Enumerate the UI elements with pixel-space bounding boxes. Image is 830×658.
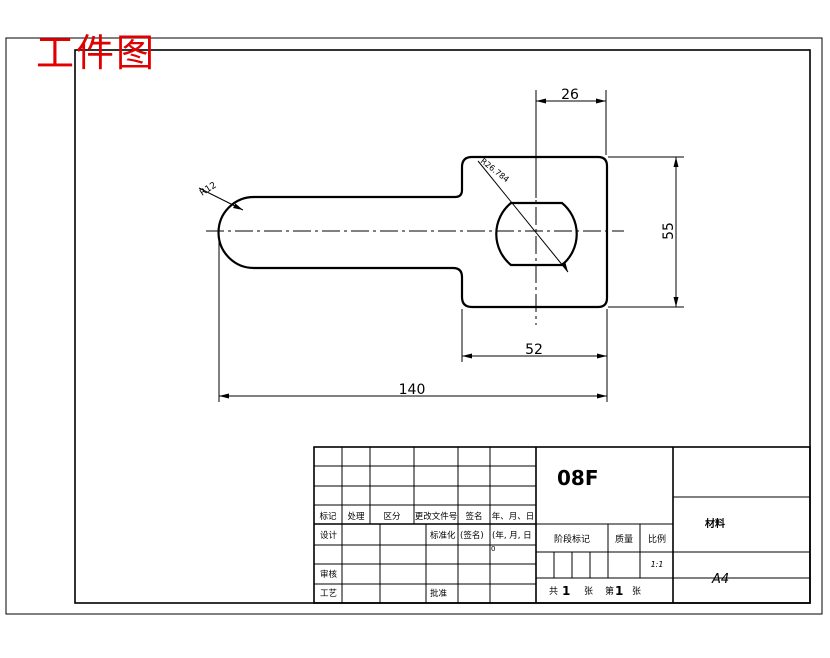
hdr-change-doc: 更改文件号 [415, 511, 458, 522]
hdr-zone: 区分 [383, 512, 401, 522]
sheet-no-unit: 张 [632, 586, 641, 597]
dimension-arrows [219, 98, 679, 399]
sheets-total: 1 [562, 584, 570, 598]
sheet-no: 1 [615, 584, 623, 598]
small-mark: 0 [491, 545, 495, 553]
hdr-process: 处理 [347, 511, 365, 522]
dim-height-right: 55 [661, 222, 677, 240]
scale-value: 1:1 [651, 560, 664, 569]
sheet-no-label: 第 [605, 585, 614, 597]
row-process: 工艺 [320, 589, 337, 599]
date-paren: (年, 月, 日 [492, 530, 532, 541]
center-lines [206, 178, 624, 325]
scale-header: 比例 [648, 533, 666, 545]
sheet-size: A4 [711, 572, 729, 587]
hdr-signature: 签名 [465, 511, 482, 522]
outer-border [5, 37, 823, 615]
dim-width-top: 26 [561, 87, 579, 103]
row-design: 设计 [320, 530, 338, 541]
part-number: 08F [557, 466, 599, 490]
weight-header: 质量 [615, 533, 633, 545]
title-block [313, 446, 811, 604]
stage-header: 阶段标记 [554, 533, 590, 545]
dim-width-bottom: 52 [525, 342, 543, 358]
sheet-count: 共 1 张 第 1 张 [549, 584, 641, 598]
dim-overall-length: 140 [399, 382, 426, 398]
row-approve: 批准 [430, 588, 448, 599]
revision-headers: 标记 处理 区分 更改文件号 签名 年、月、日 [319, 511, 534, 522]
part-outline [217, 155, 609, 309]
material-label: 材料 [705, 517, 725, 530]
hdr-date: 年、月、日 [492, 511, 535, 522]
sheets-total-label: 共 [549, 586, 558, 597]
page-title: 工件图 [36, 31, 157, 75]
row-standardize: 标准化 [430, 530, 456, 541]
sheets-unit: 张 [584, 586, 593, 597]
dimension-lines [198, 90, 684, 402]
dim-hole-note: R26.784 [479, 156, 511, 184]
hdr-mark: 标记 [319, 511, 337, 522]
signature-paren: (签名) [460, 530, 484, 541]
row-review: 审核 [320, 569, 338, 580]
